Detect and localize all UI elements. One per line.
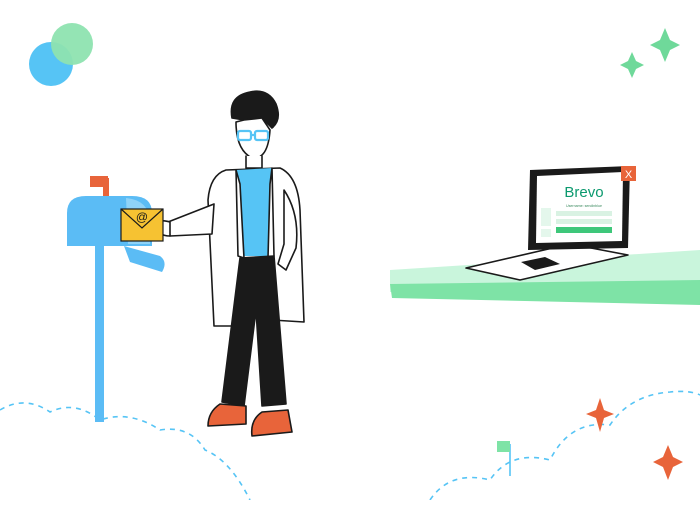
circles-decoration <box>29 23 93 86</box>
password-field <box>556 219 612 224</box>
cloud-dashed-left <box>0 402 251 501</box>
flag-icon <box>497 441 511 476</box>
close-icon <box>621 166 636 181</box>
cloud-dashed-right <box>429 390 700 501</box>
envelope: @ <box>120 208 164 242</box>
at-sign-icon: @ <box>136 210 148 224</box>
brevo-logo: Brevo <box>564 184 603 201</box>
login-caption: Username: sendinblue <box>566 204 602 208</box>
username-field <box>556 211 612 216</box>
sparkle-icon <box>620 28 680 78</box>
sparkle-icon <box>586 398 683 480</box>
scientist-character <box>155 90 305 437</box>
login-button <box>556 227 612 233</box>
close-symbol: X <box>625 169 633 181</box>
laptop: Brevo Username: sendinblue X <box>465 166 636 281</box>
